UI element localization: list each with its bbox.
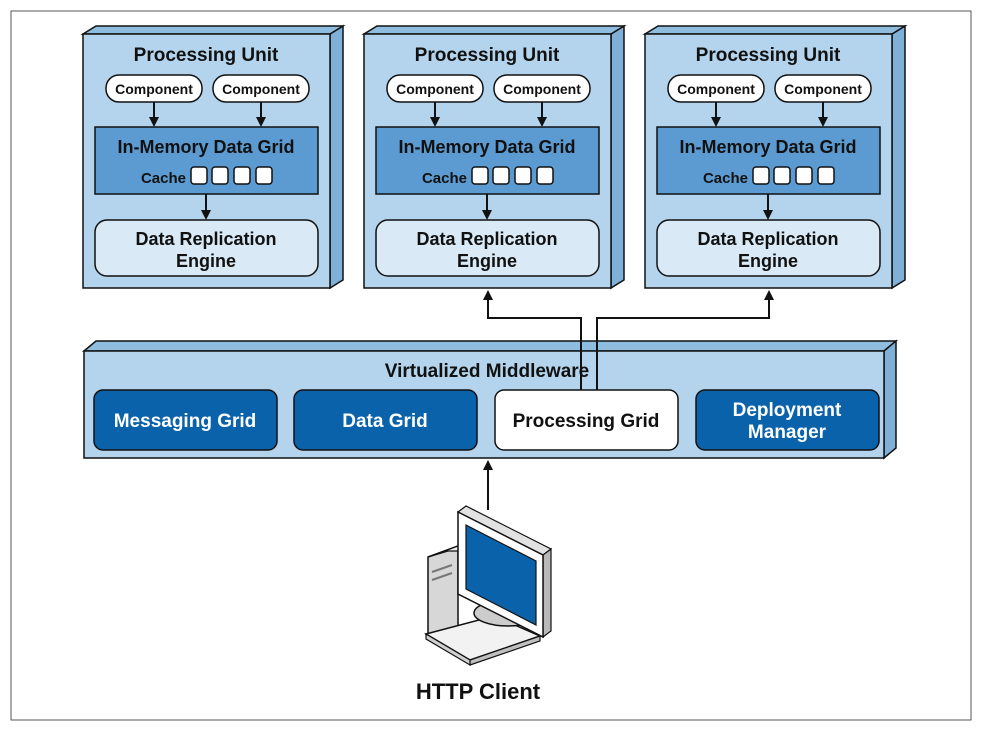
middleware-top <box>81 340 899 352</box>
cache-label: Cache <box>422 170 467 187</box>
cache-slot <box>471 166 489 185</box>
deployment-manager-label-line2: Manager <box>748 422 827 443</box>
deployment-manager <box>695 389 880 451</box>
data-replication-engine <box>375 219 600 277</box>
processing-unit: Processing Unit Component Component In-M… <box>80 24 346 290</box>
cache-slot <box>795 166 813 185</box>
data-replication-engine <box>656 219 881 277</box>
processing-unit: Processing Unit Component Component In-M… <box>642 24 908 290</box>
http-client-label: HTTP Client <box>416 679 541 704</box>
messaging-grid <box>93 389 278 451</box>
processing-unit-side <box>610 24 625 290</box>
data-replication-engine <box>94 219 319 277</box>
processing-grid-to-unit-arrow <box>596 290 774 390</box>
replication-label-line1: Data Replication <box>416 229 557 249</box>
data-grid-label: In-Memory Data Grid <box>117 137 294 157</box>
data-grid <box>293 389 478 451</box>
cache-slot <box>492 166 510 185</box>
component-label: Component <box>115 81 193 97</box>
cache-slot <box>536 166 554 185</box>
processing-unit-title: Processing Unit <box>696 45 841 66</box>
data-grid-label: In-Memory Data Grid <box>398 137 575 157</box>
cache-slot <box>211 166 229 185</box>
cache-slot <box>255 166 273 185</box>
screen <box>465 524 537 626</box>
processing-unit-title: Processing Unit <box>134 45 279 66</box>
replication-label-line1: Data Replication <box>135 229 276 249</box>
middleware-title: Virtualized Middleware <box>385 361 589 382</box>
component-label: Component <box>677 81 755 97</box>
desktop-computer-icon <box>424 505 553 667</box>
processing-grid <box>494 389 679 451</box>
replication-label-line1: Data Replication <box>697 229 838 249</box>
replication-label-line2: Engine <box>457 251 517 271</box>
cache-label: Cache <box>703 170 748 187</box>
cache-slot <box>817 166 835 185</box>
component-label: Component <box>784 81 862 97</box>
processing-unit-title: Processing Unit <box>415 45 560 66</box>
processing-unit-side <box>329 24 344 290</box>
cache-slot <box>514 166 532 185</box>
cache-slot <box>752 166 770 185</box>
processing-unit-top <box>642 25 908 35</box>
cache-slot <box>233 166 251 185</box>
deployment-manager-label-line1: Deployment <box>733 400 842 421</box>
data-grid-label: In-Memory Data Grid <box>679 137 856 157</box>
processing-grid-label: Processing Grid <box>513 411 660 432</box>
middleware-side <box>883 339 897 460</box>
messaging-grid-label: Messaging Grid <box>114 411 257 432</box>
cache-label: Cache <box>141 170 186 187</box>
cache-slot <box>190 166 208 185</box>
processing-unit-top <box>361 25 627 35</box>
data-grid-label: Data Grid <box>342 411 428 432</box>
replication-label-line2: Engine <box>738 251 798 271</box>
processing-grid-to-unit-arrow <box>483 290 582 390</box>
virtualized-middleware: Virtualized Middleware Messaging Grid Da… <box>81 339 899 460</box>
replication-label-line2: Engine <box>176 251 236 271</box>
cache-slot <box>773 166 791 185</box>
component-label: Component <box>503 81 581 97</box>
component-label: Component <box>396 81 474 97</box>
component-label: Component <box>222 81 300 97</box>
processing-unit-top <box>80 25 346 35</box>
processing-unit: Processing Unit Component Component In-M… <box>361 24 627 290</box>
processing-unit-side <box>891 24 906 290</box>
